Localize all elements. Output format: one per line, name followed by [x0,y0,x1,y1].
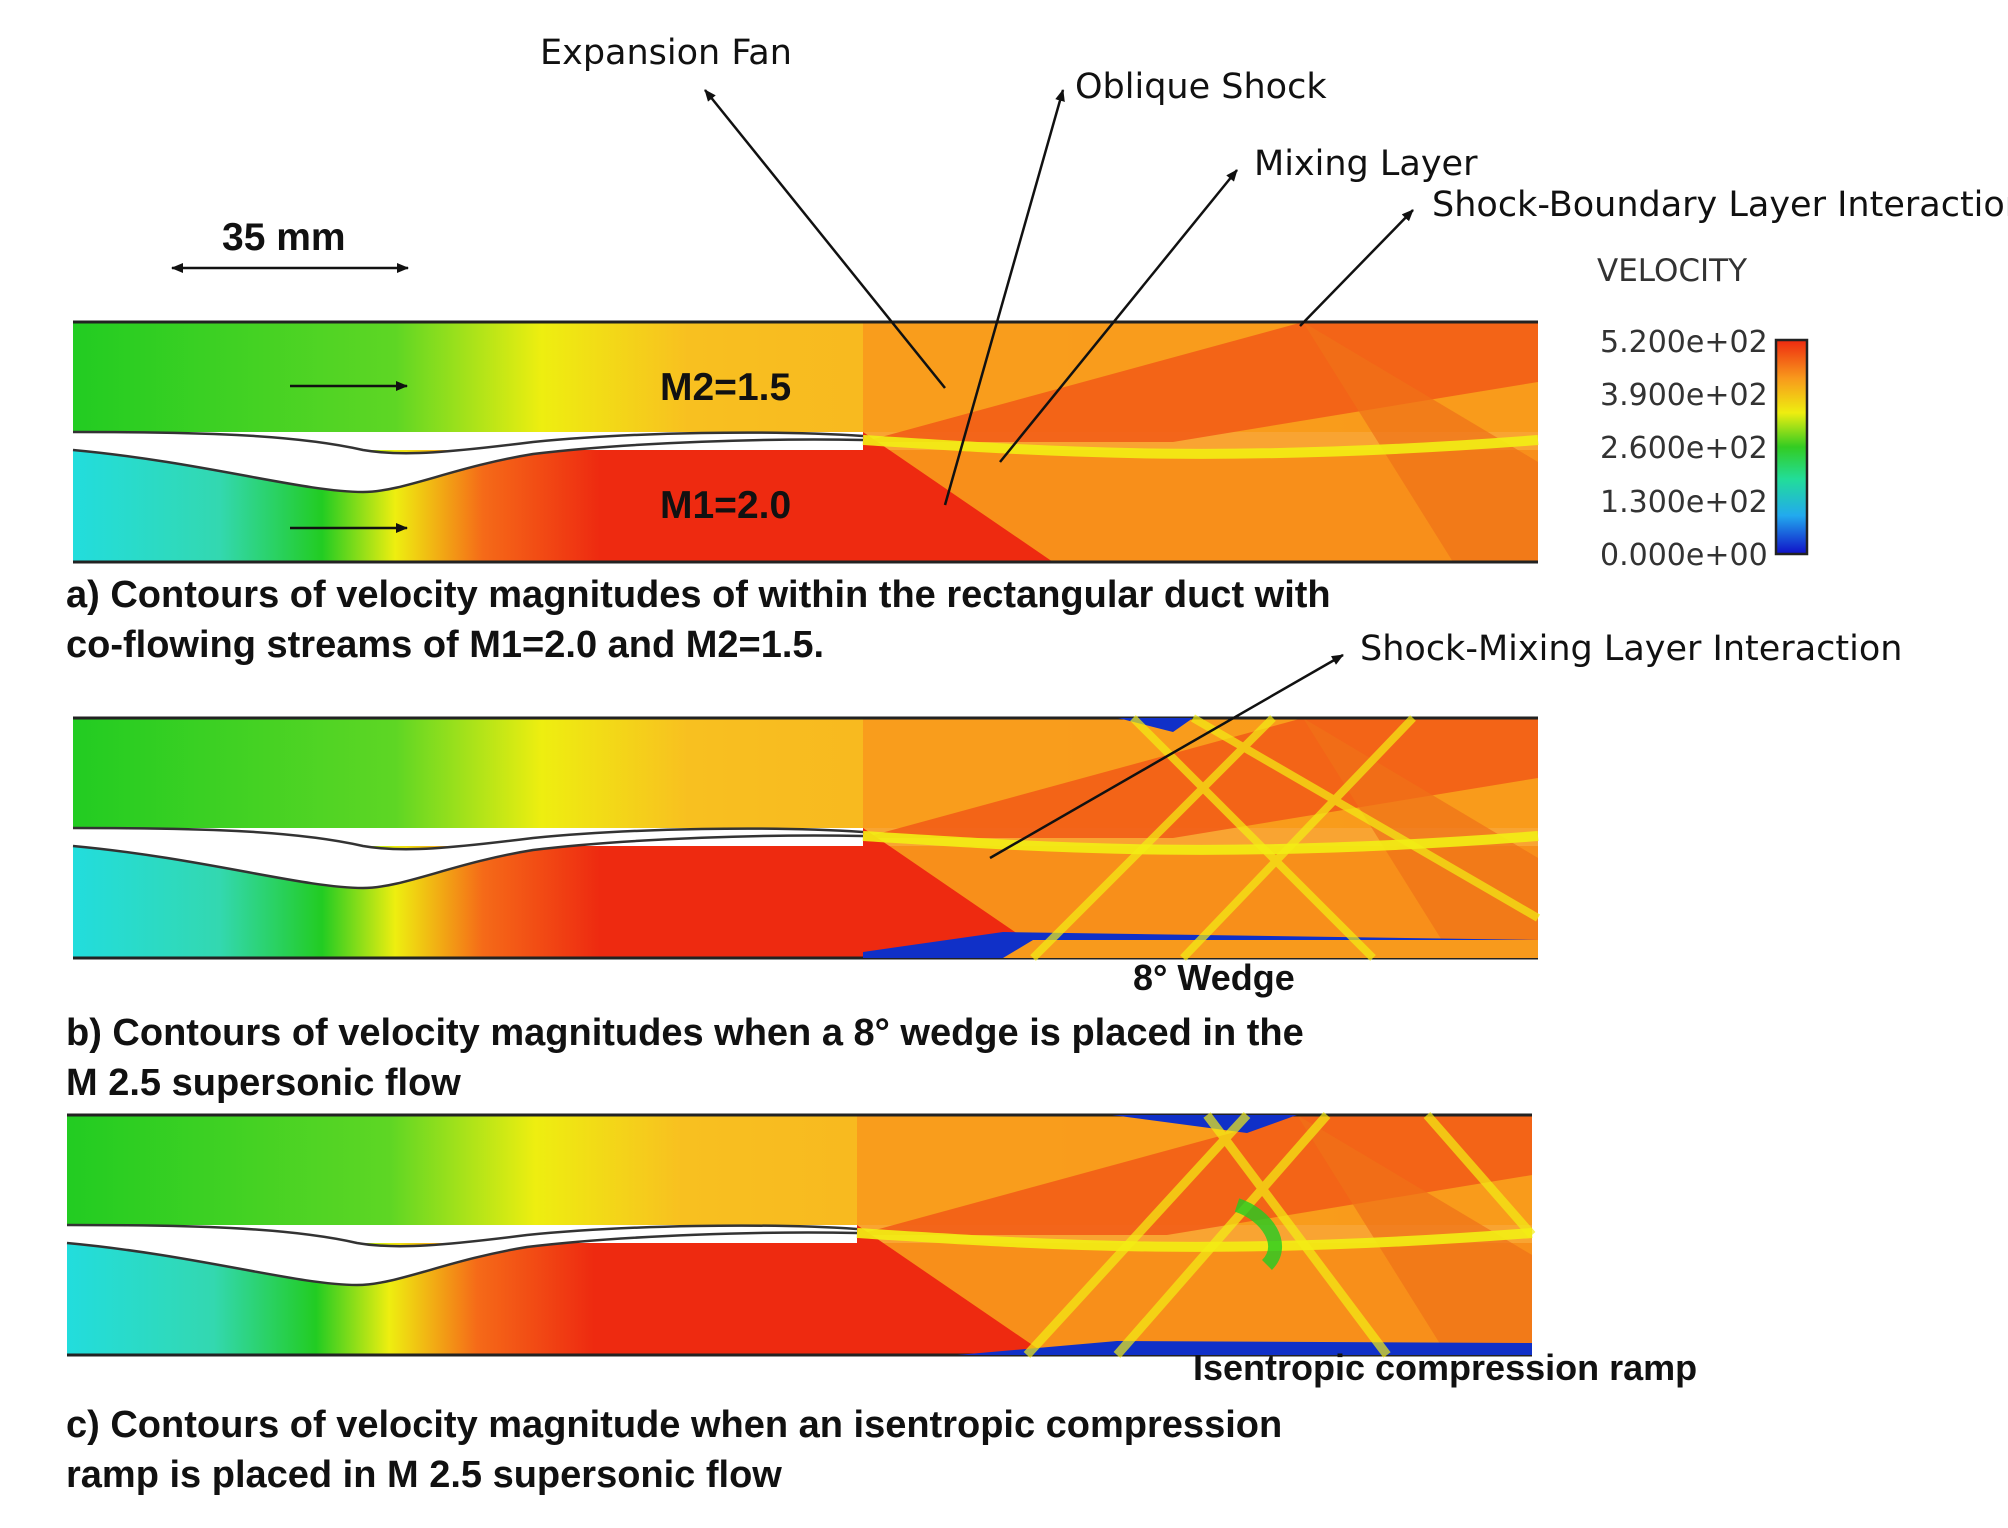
expansion-fan-label: Expansion Fan [540,33,792,73]
ramp-label: Isentropic compression ramp [1193,1347,1698,1388]
caption-c-line2: ramp is placed in M 2.5 supersonic flow [66,1454,782,1496]
caption-c-line1: c) Contours of velocity magnitude when a… [66,1404,1283,1446]
caption-b-line2: M 2.5 supersonic flow [66,1062,461,1104]
oblique-shock-leader [943,89,1065,506]
mach-top-label: M2=1.5 [660,366,792,409]
legend-tick-1: 3.900e+02 [1600,378,1768,413]
legend-tick-3: 1.300e+02 [1600,485,1768,520]
caption-a-line2: co-flowing streams of M1=2.0 and M2=1.5. [66,624,825,666]
shock-boundary-label: Shock-Boundary Layer Interaction [1432,185,2008,225]
mixing-layer-leader [999,169,1238,463]
mixing-layer-label: Mixing Layer [1254,144,1478,184]
caption-a-line1: a) Contours of velocity magnitudes of wi… [66,574,1331,616]
shock-mixing-leader [989,653,1344,860]
legend-title: VELOCITY [1597,253,1748,289]
shock-mixing-label: Shock-Mixing Layer Interaction [1360,629,1903,669]
legend-tick-4: 0.000e+00 [1600,538,1768,573]
duct-panel-c [67,1115,1532,1355]
legend-tick-0: 5.200e+02 [1600,325,1768,360]
wedge-label: 8° Wedge [1133,957,1295,998]
duct-panel-a [73,322,1538,562]
duct-panel-b [73,718,1538,958]
legend-tick-2: 2.600e+02 [1600,431,1768,466]
legend-color-bar [1774,338,1809,556]
caption-b-line1: b) Contours of velocity magnitudes when … [66,1012,1304,1054]
scale-bar-label: 35 mm [222,216,346,259]
oblique-shock-label: Oblique Shock [1075,67,1327,107]
mach-bottom-label: M1=2.0 [660,484,792,527]
expansion-fan-leader [704,89,946,389]
shock-boundary-leader [1299,209,1414,327]
